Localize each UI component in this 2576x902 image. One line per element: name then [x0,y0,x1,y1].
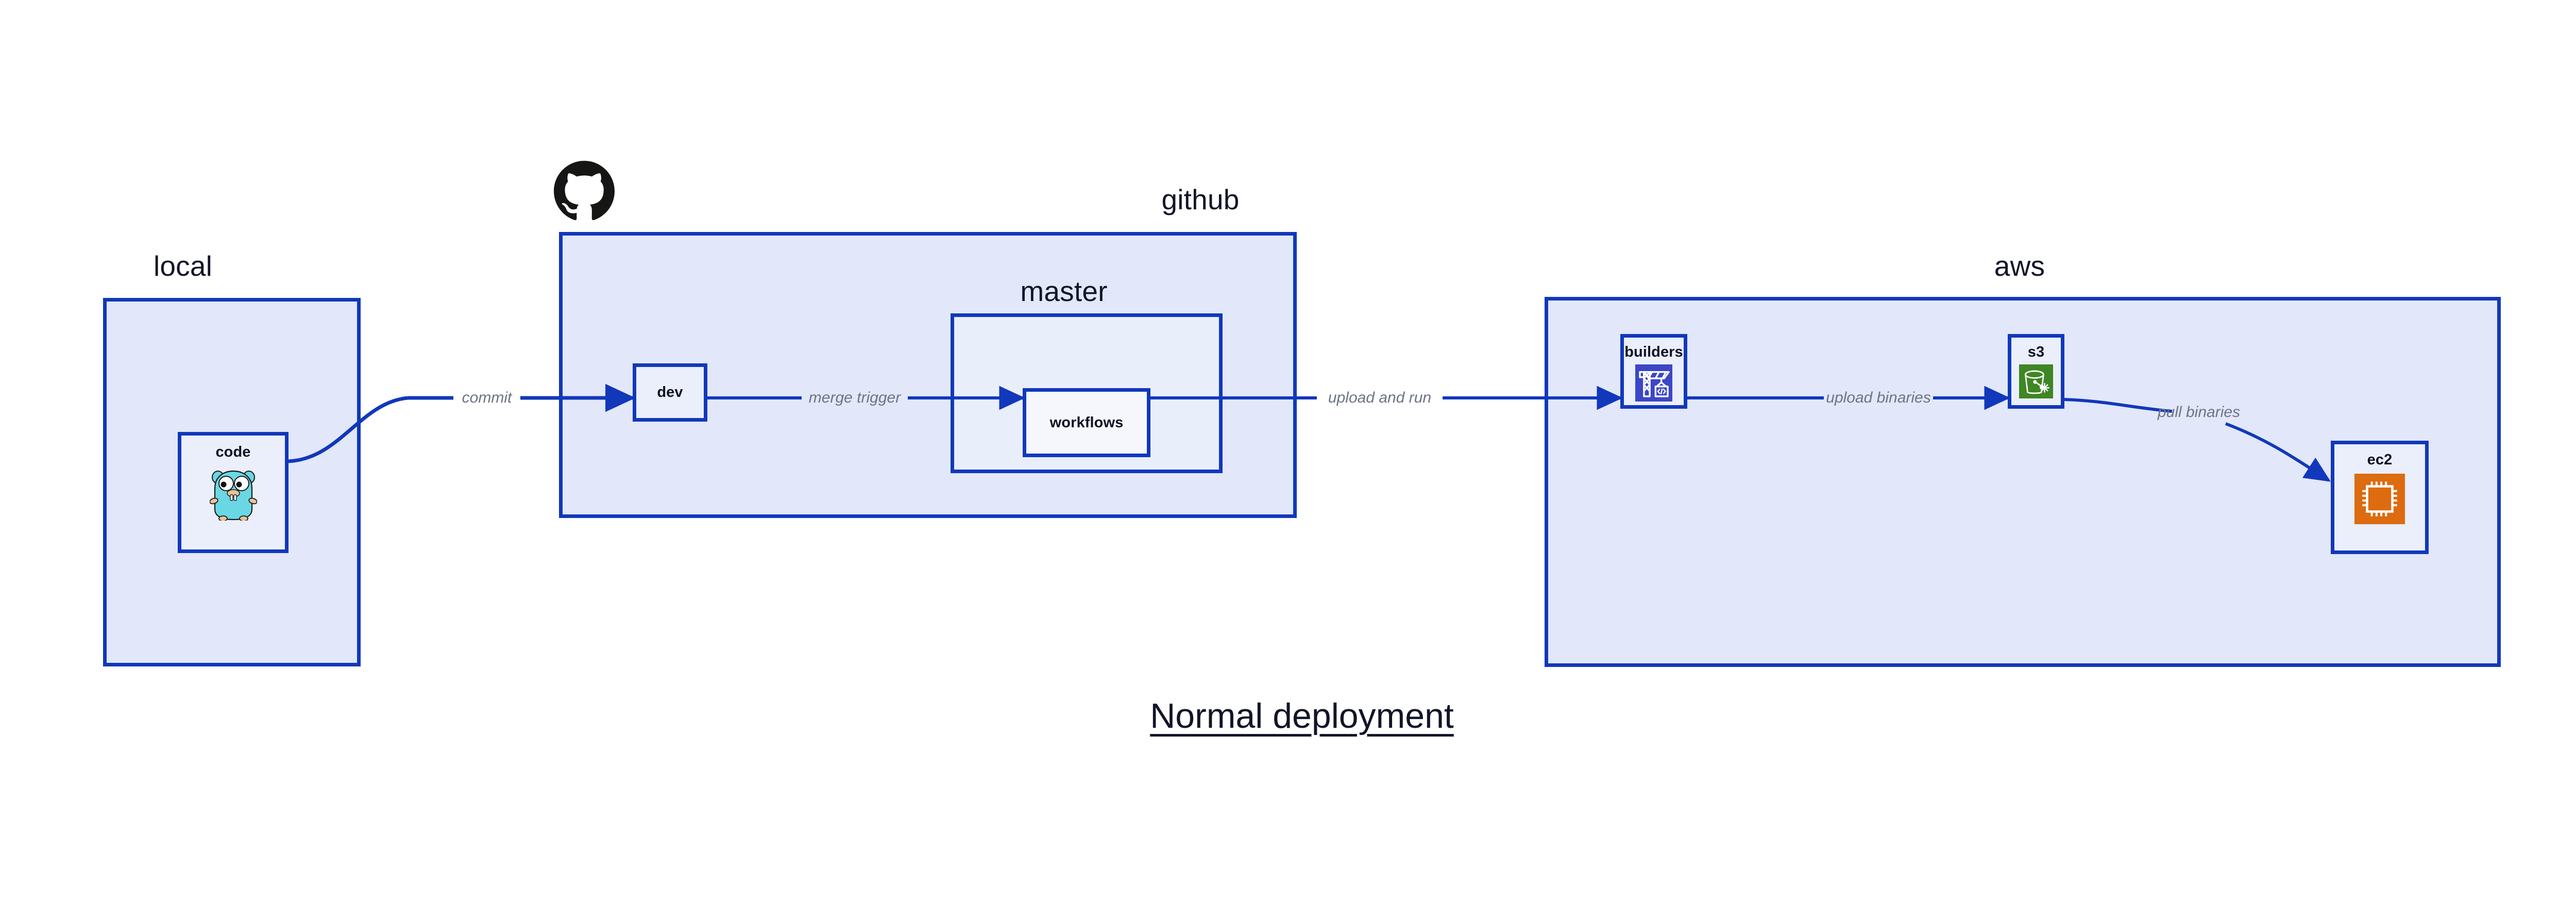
node-code-label: code [215,444,251,460]
node-workflows[interactable]: workflows [1023,388,1150,457]
aws-codebuild-crane-icon [1635,364,1672,404]
aws-ec2-chip-icon [2354,474,2405,527]
node-builders[interactable]: builders [1620,334,1687,409]
github-octocat-icon [553,161,615,224]
edge-label-upload-and-run: upload and run [1328,389,1432,406]
node-ec2-label: ec2 [2367,452,2393,468]
edge-label-merge-trigger: merge trigger [808,389,901,406]
edge-pull-binaries [2064,398,2331,482]
go-gopher-icon [209,465,258,523]
node-dev-label: dev [657,384,683,400]
node-builders-label: builders [1624,344,1683,360]
group-label-aws: aws [1994,250,2045,282]
node-dev[interactable]: dev [633,363,707,422]
group-label-github: github [1161,183,1240,215]
node-ec2[interactable]: ec2 [2331,441,2429,554]
edge-commit [288,383,636,463]
group-label-local: local [153,250,213,282]
node-workflows-label: workflows [1049,414,1124,431]
edge-label-pull-binaries: pull binaries [2157,404,2241,421]
group-label-master: master [1020,275,1108,307]
edge-label-commit: commit [462,389,512,406]
edge-label-upload-binaries: upload binaries [1826,389,1931,406]
aws-s3-bucket-icon [2019,364,2053,401]
node-s3-label: s3 [2027,344,2045,360]
node-s3[interactable]: s3 [2008,334,2064,409]
node-code[interactable]: code [178,432,289,553]
diagram-title: Normal deployment [1150,696,1454,736]
